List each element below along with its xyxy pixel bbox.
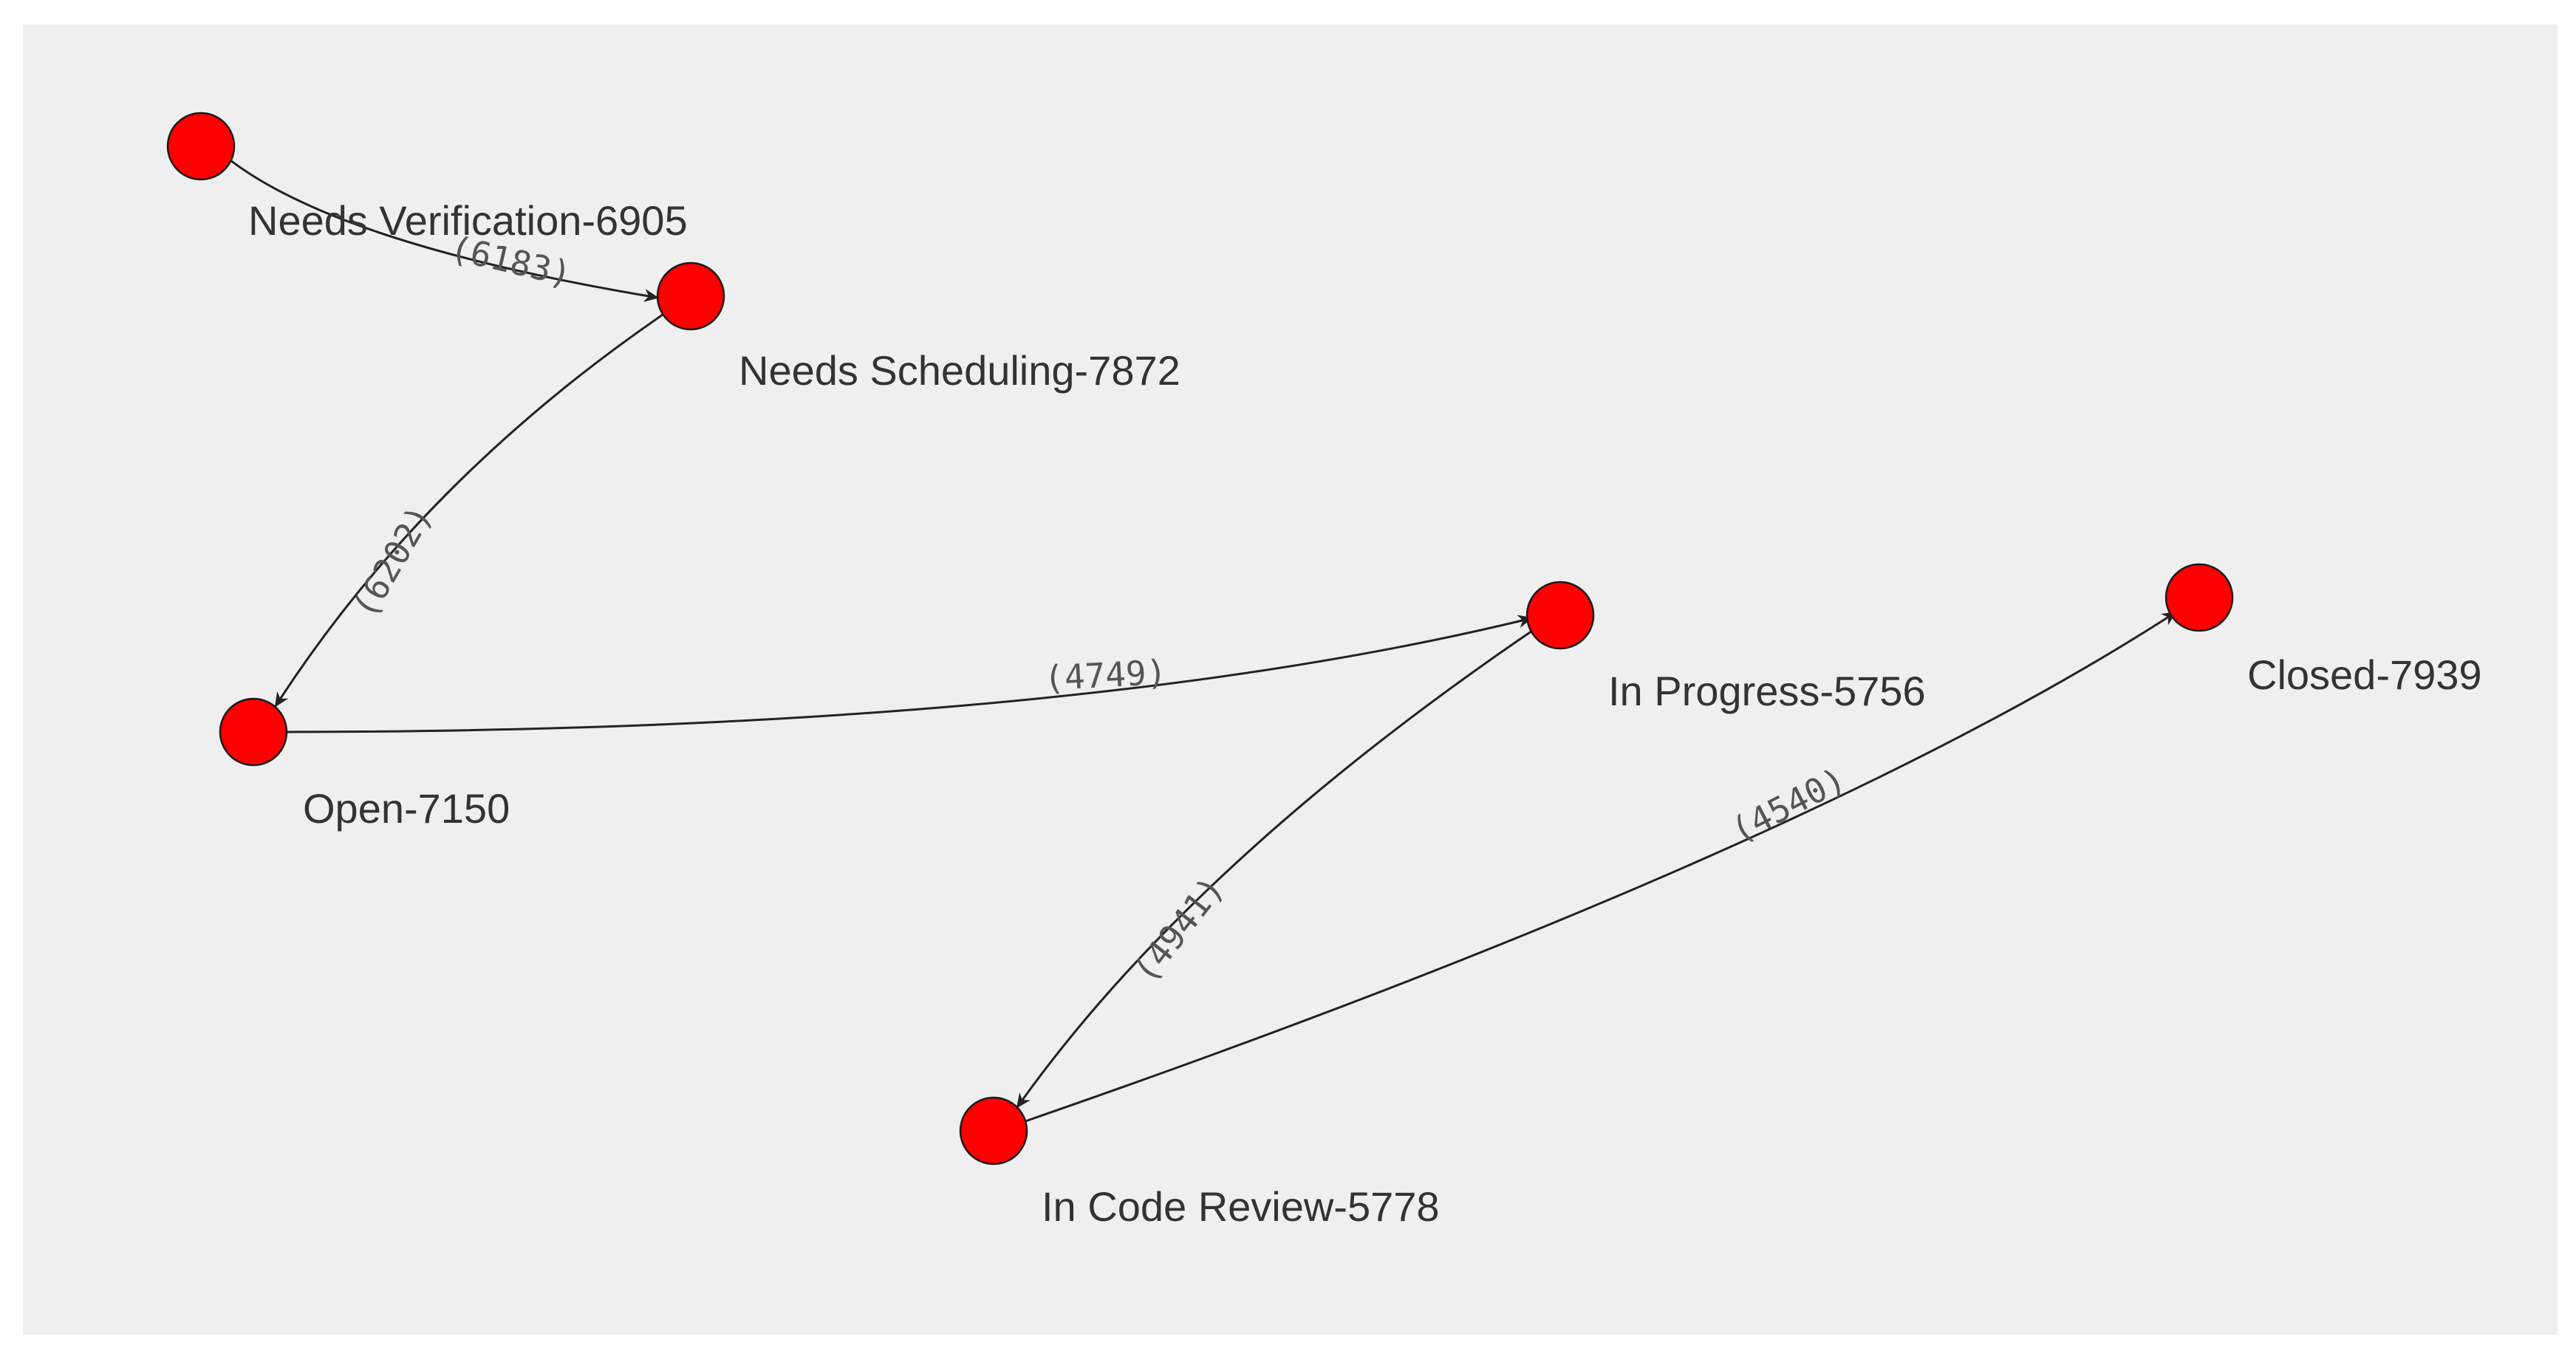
node-circle[interactable] [2165, 563, 2234, 632]
edge-label-e3: (4749) [1043, 652, 1168, 699]
node-in-progress[interactable]: In Progress-5756 [1526, 581, 1926, 714]
edges-layer [223, 154, 2177, 1123]
node-circle[interactable] [1526, 581, 1595, 650]
edge-in-progress-to-in-code-review[interactable] [1016, 628, 1535, 1109]
node-label: In Code Review-5778 [1042, 1183, 1440, 1230]
edge-label-e2: (6202) [344, 499, 440, 625]
nodes-layer: Needs Verification-6905 Needs Scheduling… [166, 112, 2482, 1230]
node-needs-scheduling[interactable]: Needs Scheduling-7872 [656, 261, 1181, 394]
edge-label-e5: (4540) [1724, 759, 1852, 851]
edge-needs-scheduling-to-open[interactable] [274, 312, 666, 708]
edge-in-code-review-to-closed[interactable] [1025, 611, 2177, 1123]
node-closed[interactable]: Closed-7939 [2165, 563, 2482, 698]
graph-canvas: (6183) (6202) (4749) (4941) (4540) Needs… [166, 112, 2482, 1230]
edge-needs-verification-to-needs-scheduling[interactable] [223, 154, 659, 302]
edge-label-e4: (4941) [1125, 869, 1232, 990]
edge-open-to-in-progress[interactable] [286, 615, 1533, 733]
node-circle[interactable] [219, 697, 288, 767]
node-circle[interactable] [166, 112, 236, 181]
node-circle[interactable] [959, 1096, 1028, 1166]
node-open[interactable]: Open-7150 [219, 697, 510, 832]
node-in-code-review[interactable]: In Code Review-5778 [959, 1096, 1440, 1230]
edge-labels-layer: (6183) (6202) (4749) (4941) (4540) [344, 227, 1852, 990]
node-label: In Progress-5756 [1608, 668, 1926, 714]
graph-panel: (6183) (6202) (4749) (4941) (4540) Needs… [23, 24, 2558, 1335]
node-circle[interactable] [656, 261, 725, 331]
node-label: Needs Verification-6905 [248, 197, 688, 244]
node-label: Closed-7939 [2247, 651, 2482, 698]
node-label: Open-7150 [303, 785, 510, 832]
node-label: Needs Scheduling-7872 [739, 347, 1181, 394]
node-needs-verification[interactable]: Needs Verification-6905 [166, 112, 688, 244]
